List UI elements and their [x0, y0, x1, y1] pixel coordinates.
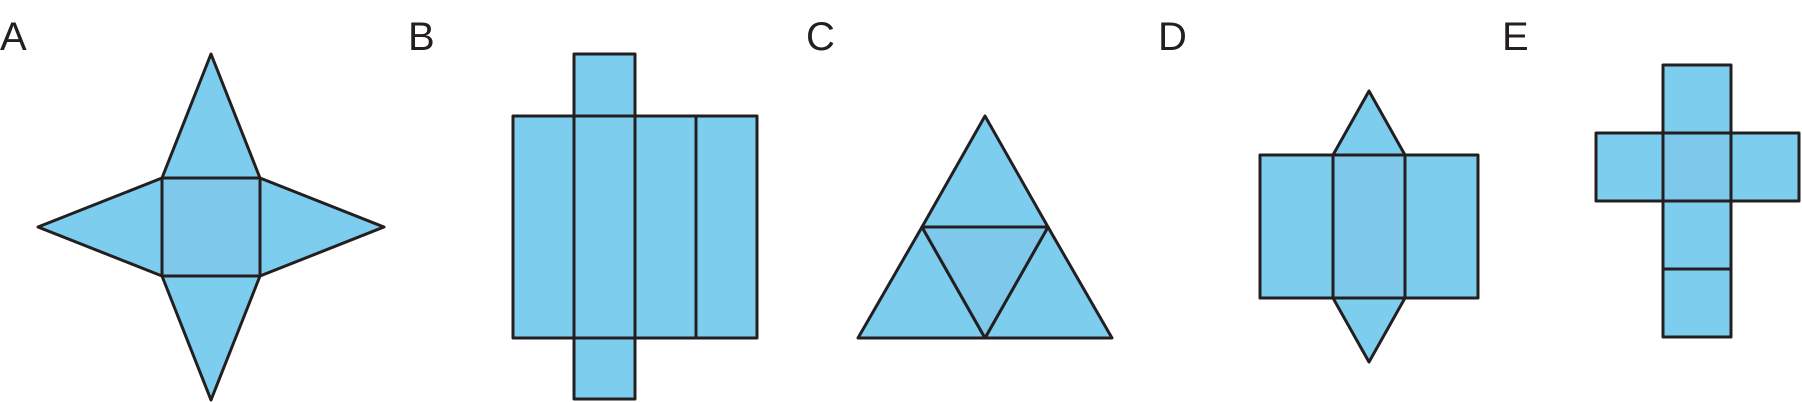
- net-d-top-triangle: [1331, 89, 1407, 157]
- net-d-bottom-triangle: [1331, 296, 1407, 364]
- net-label-a: A: [0, 15, 27, 59]
- net-e-left-square: [1594, 131, 1665, 203]
- net-b: [511, 52, 759, 401]
- net-b-bottom-square: [572, 336, 637, 401]
- net-b-rect-2: [572, 114, 637, 340]
- net-b-rect-3: [633, 114, 698, 340]
- net-label-d: D: [1158, 15, 1187, 59]
- net-c-center-triangle: [920, 225, 1050, 340]
- net-e-top-square: [1661, 63, 1733, 135]
- net-d: [1258, 89, 1480, 364]
- net-c-top-triangle: [920, 114, 1050, 229]
- net-e-right-square: [1729, 131, 1801, 203]
- net-d-right-rect: [1403, 153, 1480, 300]
- net-label-b: B: [408, 15, 435, 59]
- net-b-rect-4: [694, 114, 759, 340]
- net-e-center-square: [1661, 131, 1733, 203]
- net-b-rect-1: [511, 114, 576, 340]
- net-b-top-square: [572, 52, 637, 118]
- net-a-square-base: [160, 176, 262, 278]
- net-a-top-triangle: [160, 52, 262, 180]
- net-e-lower-square: [1661, 199, 1733, 271]
- net-a-right-triangle: [258, 176, 386, 278]
- net-d-center-rect: [1331, 153, 1407, 300]
- net-label-e: E: [1502, 15, 1529, 59]
- net-e: [1594, 63, 1801, 339]
- net-label-c: C: [806, 15, 835, 59]
- net-a-left-triangle: [36, 176, 164, 278]
- net-c: [856, 114, 1114, 340]
- net-a: [36, 52, 386, 402]
- net-a-bottom-triangle: [160, 274, 262, 402]
- net-d-left-rect: [1258, 153, 1335, 300]
- net-e-bottom-square: [1661, 267, 1733, 339]
